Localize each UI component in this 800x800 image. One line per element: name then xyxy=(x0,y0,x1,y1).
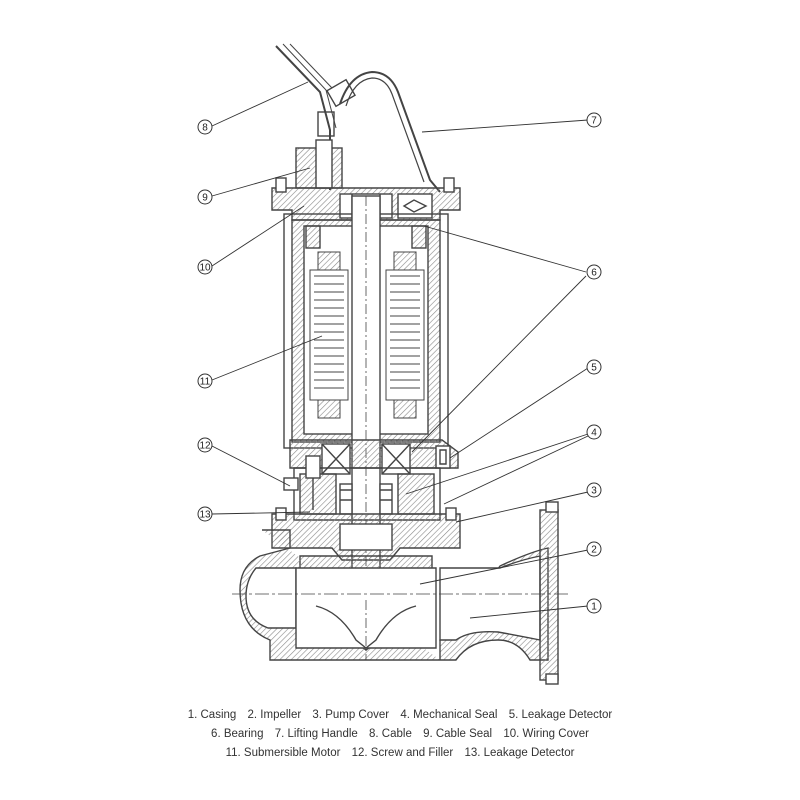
svg-text:4: 4 xyxy=(591,428,597,439)
callout-4: 4 xyxy=(586,424,602,440)
parts-legend: 1. Casing 2. Impeller 3. Pump Cover 4. M… xyxy=(0,706,800,763)
lifting-handle xyxy=(339,70,441,193)
svg-text:3: 3 xyxy=(591,486,597,497)
svg-text:13: 13 xyxy=(199,510,211,521)
legend-item: 2. Impeller xyxy=(247,709,302,721)
callout-5: 5 xyxy=(586,359,602,375)
callout-8: 8 xyxy=(197,119,213,135)
legend-item: 7. Lifting Handle xyxy=(274,728,358,740)
discharge-flange xyxy=(539,501,559,685)
legend-item: 11. Submersible Motor xyxy=(225,747,341,759)
callout-9: 9 xyxy=(197,189,213,205)
legend-item: 13. Leakage Detector xyxy=(464,747,575,759)
svg-text:5: 5 xyxy=(591,363,597,374)
svg-text:6: 6 xyxy=(591,268,597,279)
upper-bearing xyxy=(305,225,427,249)
callout-3: 3 xyxy=(586,482,602,498)
svg-text:7: 7 xyxy=(591,116,597,127)
legend-line-2: 6. Bearing 7. Lifting Handle 8. Cable 9.… xyxy=(0,725,800,744)
svg-text:1: 1 xyxy=(591,602,597,613)
pump-body xyxy=(232,43,570,685)
callout-10: 10 xyxy=(197,259,213,275)
svg-text:10: 10 xyxy=(199,263,211,274)
leader-lines xyxy=(211,81,589,619)
cable-clamp xyxy=(317,111,335,137)
callout-1: 1 xyxy=(586,598,602,614)
screw-and-filler xyxy=(283,455,321,510)
legend-item: 10. Wiring Cover xyxy=(503,728,589,740)
svg-text:2: 2 xyxy=(591,545,597,556)
legend-item: 1. Casing xyxy=(187,709,237,721)
svg-text:11: 11 xyxy=(200,377,211,388)
legend-line-3: 11. Submersible Motor 12. Screw and Fill… xyxy=(0,744,800,763)
stator xyxy=(309,251,425,419)
legend-item: 8. Cable xyxy=(369,728,412,740)
mechanical-seal xyxy=(339,483,393,515)
callout-2: 2 xyxy=(586,541,602,557)
callout-6: 6 xyxy=(586,264,602,280)
legend-item: 3. Pump Cover xyxy=(312,709,390,721)
pump-cross-section-diagram: 8 7 9 10 6 11 5 4 12 3 13 2 xyxy=(197,43,602,685)
legend-line-1: 1. Casing 2. Impeller 3. Pump Cover 4. M… xyxy=(0,706,800,725)
legend-item: 9. Cable Seal xyxy=(423,728,493,740)
legend-item: 6. Bearing xyxy=(211,728,264,740)
svg-text:12: 12 xyxy=(199,441,211,452)
callout-13: 13 xyxy=(197,506,213,522)
legend-item: 5. Leakage Detector xyxy=(508,709,613,721)
svg-text:9: 9 xyxy=(202,193,208,204)
svg-text:8: 8 xyxy=(202,123,208,134)
legend-item: 4. Mechanical Seal xyxy=(400,709,498,721)
callout-11: 11 xyxy=(197,373,213,389)
legend-item: 12. Screw and Filler xyxy=(351,747,454,759)
callout-12: 12 xyxy=(197,437,213,453)
callout-7: 7 xyxy=(586,112,602,128)
